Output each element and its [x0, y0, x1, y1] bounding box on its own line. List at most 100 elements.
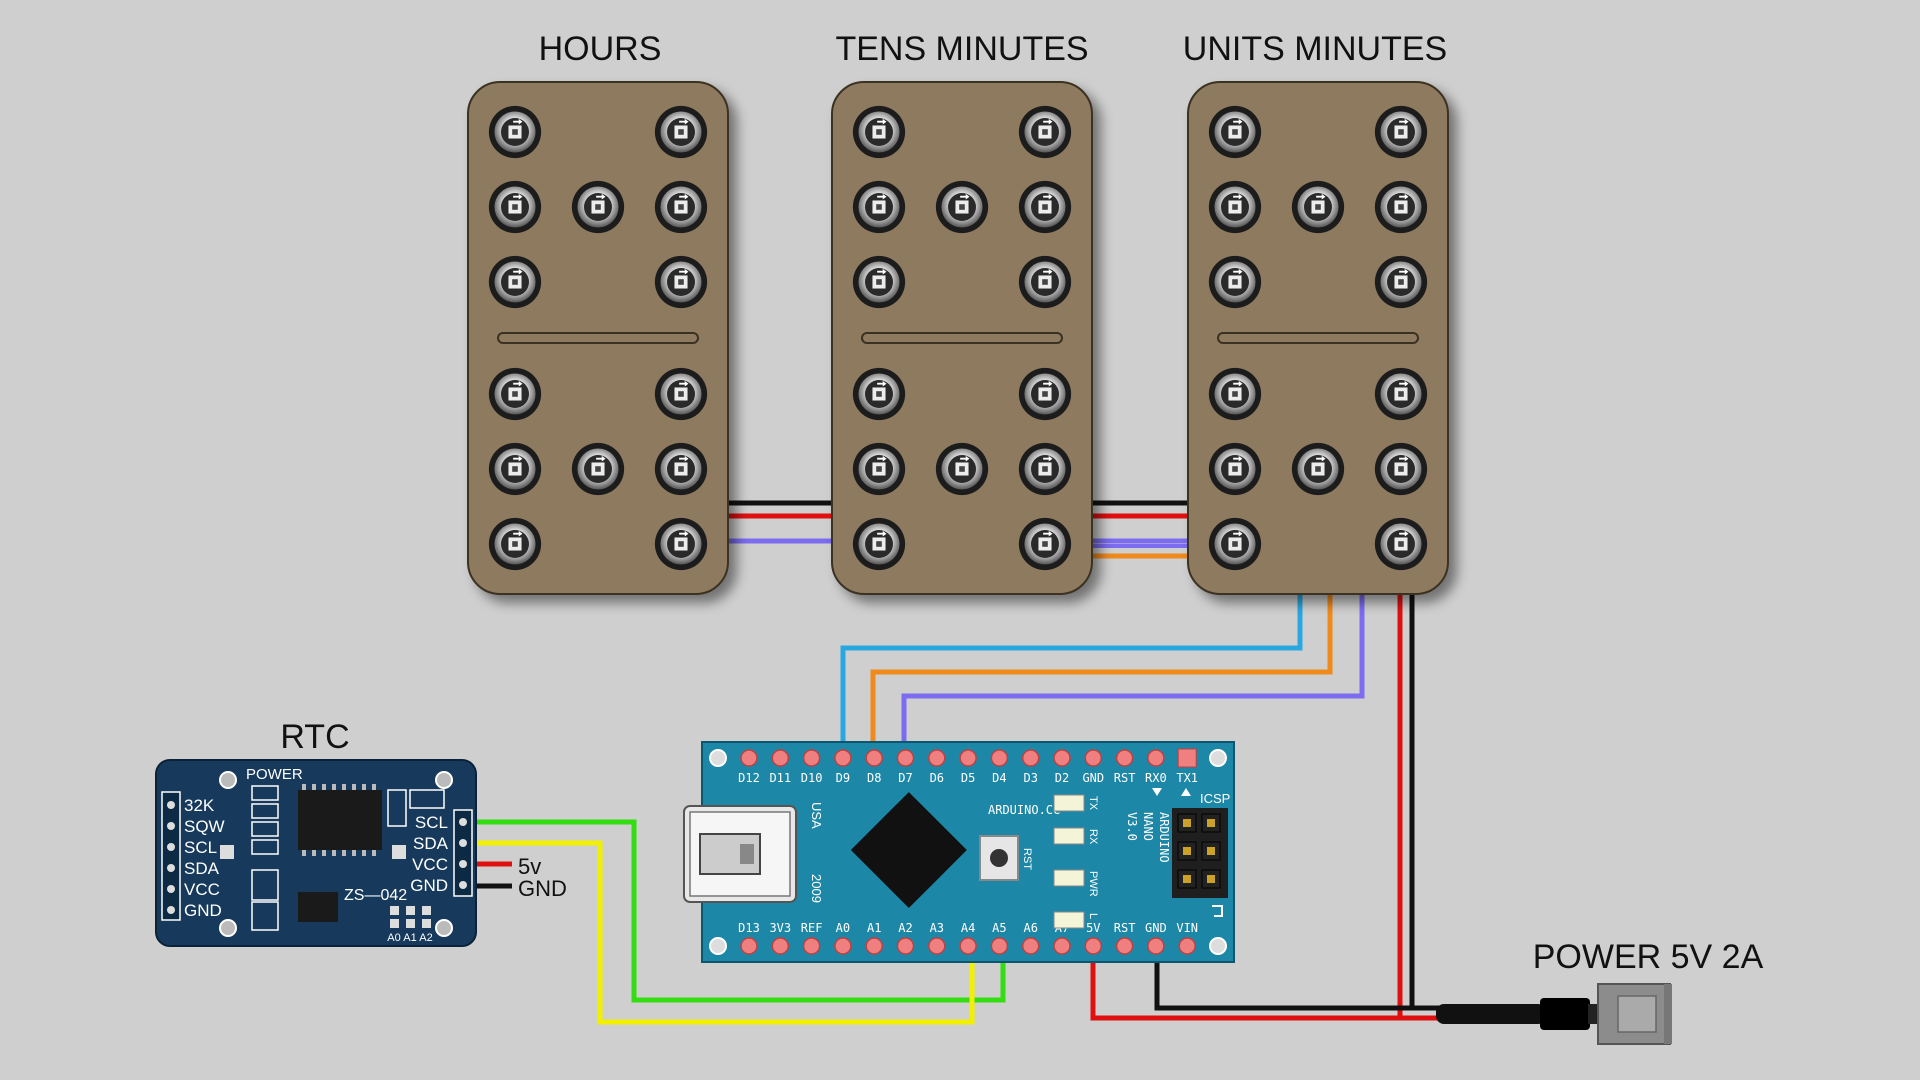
led-icon: [1208, 180, 1262, 234]
arduino-top-pin-label: D2: [1055, 771, 1069, 785]
led-icon: [852, 367, 906, 421]
led-label: RX: [1087, 829, 1099, 845]
arduino-pin: [740, 937, 758, 955]
arduino-top-pin-label: D3: [1023, 771, 1037, 785]
arduino-bottom-pin-label: A3: [930, 921, 944, 935]
arduino-top-pin-label: RX0: [1145, 771, 1167, 785]
rtc-right-pin-label: SCL: [415, 813, 448, 832]
status-led: [1053, 794, 1085, 812]
year-label: 2009: [809, 874, 824, 903]
rst-label: RST: [1021, 848, 1033, 870]
rtc-pin-hole: [459, 839, 467, 847]
arduino-bottom-pin-label: A6: [1023, 921, 1037, 935]
led-icon: [1208, 517, 1262, 571]
led-icon: [571, 442, 625, 496]
arduino-top-pin-label: TX1: [1176, 771, 1198, 785]
led-icon: [488, 255, 542, 309]
arduino-bottom-pin-label: REF: [801, 921, 823, 935]
usb-plug-tip: [1664, 984, 1672, 1044]
arduino-bottom-pin-label: A4: [961, 921, 975, 935]
arduino-hole: [1209, 749, 1227, 767]
domino-divider: [861, 332, 1063, 344]
arduino-bottom-pin-label: 3V3: [769, 921, 791, 935]
arduino-hole: [1209, 937, 1227, 955]
wires: [466, 500, 1440, 1025]
wire-yellow-sda: [466, 840, 975, 1025]
power-label: POWER 5V 2A: [1533, 938, 1764, 976]
rtc-chip-legs: [302, 784, 376, 856]
rtc-pin-hole: [167, 906, 175, 914]
led-icon: [852, 517, 906, 571]
usa-label: USA: [809, 802, 824, 829]
rtc-pin-hole: [167, 885, 175, 893]
status-led: [1053, 911, 1085, 929]
power-cable: [1436, 1004, 1546, 1024]
arduino-pin: [865, 749, 883, 767]
arduino-top-pin-label: D8: [867, 771, 881, 785]
arduino-pin: [959, 749, 977, 767]
arduino-top-pin-label: D6: [930, 771, 944, 785]
wire-black-power: [1409, 592, 1440, 1011]
led-icon: [654, 367, 708, 421]
arduino-pin: [1178, 937, 1196, 955]
rtc-right-header: [453, 809, 473, 897]
led-icon: [1018, 180, 1072, 234]
arduino-pin: [865, 937, 883, 955]
rtc-left-pin-label: SDA: [184, 859, 220, 878]
arduino-bottom-pin-label: VIN: [1176, 921, 1198, 935]
usb-plug-insert: [1617, 995, 1657, 1033]
arduino-top-pin-label: D10: [801, 771, 823, 785]
arduino-pin: [1147, 749, 1165, 767]
led-icon: [1018, 517, 1072, 571]
arduino-top-pin-label: GND: [1082, 771, 1104, 785]
status-led: [1053, 827, 1085, 845]
led-icon: [1018, 367, 1072, 421]
wire-red-power: [1397, 592, 1440, 1021]
arduino-top-pin-label: RST: [1114, 771, 1136, 785]
rtc-pin-hole: [459, 860, 467, 868]
hours-label: HOURS: [539, 30, 662, 68]
led-icon: [1374, 180, 1428, 234]
led-icon: [654, 180, 708, 234]
arduino-bottom-pin-label: A2: [898, 921, 912, 935]
rtc-components: [251, 785, 445, 931]
led-icon: [488, 517, 542, 571]
led-icon: [654, 255, 708, 309]
arduino-pin: [1115, 749, 1134, 767]
gnd-wire-label: GND: [518, 876, 567, 901]
domino-tile: [467, 81, 729, 595]
rtc-pin-hole: [167, 843, 175, 851]
usb-port: [683, 805, 797, 903]
arduino-pin: [928, 937, 946, 955]
power-plug-body: [1540, 998, 1590, 1030]
rtc-model-label: ZS—042: [344, 887, 407, 904]
domino-body: [831, 81, 1093, 595]
domino-divider: [497, 332, 699, 344]
led-icon: [1291, 442, 1345, 496]
led-icon: [935, 442, 989, 496]
wire-red-5v: [1090, 946, 1440, 1021]
arduino-bottom-pin-label: A5: [992, 921, 1006, 935]
reset-button-cap[interactable]: [990, 849, 1008, 867]
tens-minutes-label: TENS MINUTES: [835, 30, 1088, 68]
arduino-hole: [709, 937, 727, 955]
rtc-left-pin-label: GND: [184, 901, 222, 920]
arduino-top-pin-label: D7: [898, 771, 912, 785]
led-icon: [488, 105, 542, 159]
arduino-pin: [1021, 937, 1040, 955]
arduino-pin: [834, 937, 852, 955]
arduino-pin: [990, 749, 1009, 767]
led-icon: [654, 105, 708, 159]
arduino-hole: [709, 749, 727, 767]
arduino-pin: [1084, 749, 1103, 767]
domino-divider: [1217, 332, 1419, 344]
arduino-top-pin-label: D4: [992, 771, 1006, 785]
wire-blue-d9: [840, 592, 1303, 758]
dominoes: [467, 81, 1449, 595]
brand-label: ARDUINO.CC: [988, 803, 1060, 817]
rtc-left-pin-label: 32K: [184, 796, 215, 815]
microcontroller: [850, 792, 967, 909]
arduino-pin: [1053, 937, 1071, 955]
